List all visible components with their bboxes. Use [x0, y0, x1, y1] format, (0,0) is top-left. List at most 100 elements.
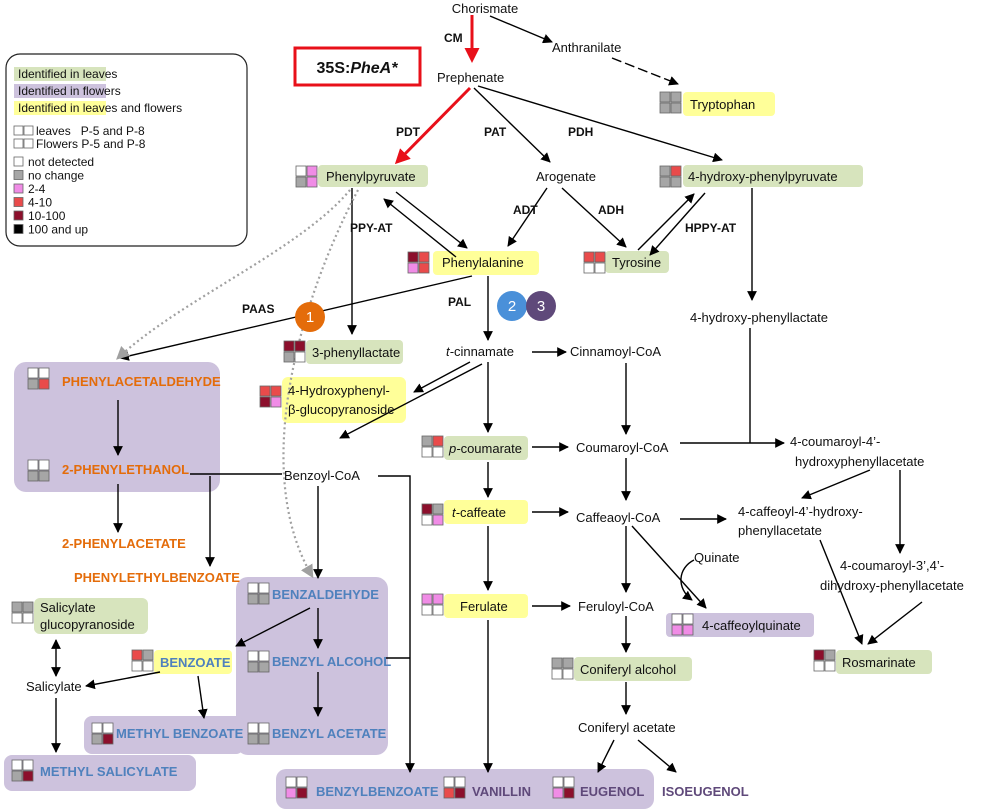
heatmap-cell [91, 722, 103, 734]
label-caffeoylcoa: Caffeaoyl-CoA [576, 510, 661, 525]
heatmap-cell [671, 613, 683, 625]
heatmap-cell [659, 176, 671, 188]
enzyme-pdt: PDT [396, 125, 421, 139]
flower-regions [4, 362, 814, 809]
heatmap-cell [22, 601, 34, 613]
bg-phenylpyruvate [318, 165, 428, 187]
label-rosmarinate: Rosmarinate [842, 655, 916, 670]
heatmap-cell [294, 351, 306, 363]
bg-caffeate [444, 500, 528, 524]
label-cinnamate: t-cinnamate [446, 344, 514, 359]
region-benzenoids [236, 577, 388, 755]
label-phenylacetate: 2-PHENYLACETATE [62, 536, 186, 551]
heatmap-benzylbenzoate [285, 776, 308, 799]
heatmap-cell [670, 165, 682, 177]
heatmap-phenylacetaldehyde [27, 367, 50, 390]
heatmap-methylsalicylate [11, 759, 34, 782]
heatmap-cell [247, 593, 259, 605]
label-phenylpyruvate: Phenylpyruvate [326, 169, 416, 184]
enzyme-paas: PAAS [242, 302, 274, 316]
heatmap-cell [259, 385, 271, 397]
legend-scale-label: not detected [28, 155, 94, 169]
label-hydroxyphenylpyruvate: 4-hydroxy-phenylpyruvate [688, 169, 838, 184]
heatmap-layer [11, 91, 836, 799]
heatmap-cell [671, 624, 683, 636]
label-tryptophan: Tryptophan [690, 97, 755, 112]
label-cdhpla-2: dihydroxy-phenyllacetate [820, 578, 964, 593]
legend-leaves-swatch [14, 67, 106, 81]
legend-leaves-sample: leaves P-5 and P-8 [36, 124, 145, 138]
label-anthranilate: Anthranilate [552, 40, 621, 55]
label-phenylalanine: Phenylalanine [442, 255, 524, 270]
heatmap-cell [418, 251, 430, 263]
bg-coumarate [444, 436, 528, 460]
heatmap-cell [421, 435, 433, 447]
legend-leaves-label: Identified in leaves [18, 67, 117, 81]
arrow-prephenate-arogenate [473, 87, 551, 163]
label-caffeoylquinate: 4-caffeoylquinate [702, 618, 801, 633]
label-phenylethylbenzoate: PHENYLETHYLBENZOATE [74, 570, 240, 585]
arrow-benzoylcoa-benzylbenzoate [378, 475, 415, 773]
heatmap-cell [247, 650, 259, 662]
dotted-ppy-benzaldehyde [282, 189, 359, 579]
heatmap-cell [131, 660, 143, 672]
heatmap-cell [432, 503, 444, 515]
heatmap-benzylalcohol [247, 650, 270, 673]
heatmap-caffeoylquinate [671, 613, 694, 636]
arrow-anthranilate-tryptophan [611, 57, 679, 86]
label-hpbg-2: β-glucopyranoside [288, 402, 394, 417]
heatmap-cell [258, 582, 270, 594]
heatmap-hpbg [259, 385, 282, 408]
heatmap-benzoate [131, 649, 154, 672]
arrow-arogenate-phenylalanine [507, 187, 548, 247]
heatmap-cell [670, 102, 682, 114]
heatmap-cell [813, 649, 825, 661]
heatmap-cell [131, 649, 143, 661]
heatmap-benzylacetate [247, 722, 270, 745]
legend-scale-label: 100 and up [28, 223, 88, 237]
heatmap-cell [443, 787, 455, 799]
label-arogenate: Arogenate [536, 169, 596, 184]
enzyme-pal: PAL [448, 295, 471, 309]
label-methylsalicylate: METHYL SALICYLATE [40, 764, 178, 779]
enzyme-pat: PAT [484, 125, 507, 139]
bg-benzoate [154, 650, 232, 674]
legend-scale-label: 4-10 [28, 196, 52, 210]
heatmap-phenyllactate [283, 340, 306, 363]
heatmap-cell [27, 459, 39, 471]
dotted-arrows [116, 189, 359, 579]
heatmap-cell [659, 102, 671, 114]
heatmap-cell [552, 787, 564, 799]
heatmap-cell [296, 776, 308, 788]
label-cafhpla-1: 4-caffeoyl-4’-hydroxy- [738, 504, 863, 519]
heatmap-coniferylalcohol [551, 657, 574, 680]
heatmap-cell [594, 251, 606, 263]
label-ferulate: Ferulate [460, 599, 508, 614]
heatmap-cell [270, 385, 282, 397]
heatmap-cell [306, 176, 318, 188]
heatmap-cell [38, 378, 50, 390]
heatmap-cell [27, 367, 39, 379]
heatmap-cell [551, 668, 563, 680]
heatmap-cell [659, 91, 671, 103]
legend-scale-swatch [13, 183, 24, 194]
enzyme-cm: CM [444, 31, 463, 45]
legend-scale-label: no change [28, 169, 84, 183]
heatmap-cell [670, 91, 682, 103]
heatmap-cell [421, 593, 433, 605]
bg-tryptophan [683, 92, 775, 116]
label-caffeate: t-caffeate [452, 505, 506, 520]
heatmap-cell [421, 514, 433, 526]
arrow-benzoate-methylbenzoate [197, 675, 208, 719]
label-coniferylacetate: Coniferyl acetate [578, 720, 676, 735]
arrow-caffeoylcoa-caffeoylquinate [631, 525, 707, 609]
label-cdhpla-1: 4-coumaroyl-3’,4’- [840, 558, 944, 573]
step-3-badge [526, 291, 556, 321]
heatmap-cell [432, 593, 444, 605]
dotted-ppy-phenylacetaldehyde [116, 189, 351, 360]
heatmap-cell [824, 660, 836, 672]
heatmap-cell [407, 251, 419, 263]
heatmap-cell [102, 733, 114, 745]
heatmap-cell [306, 165, 318, 177]
label-tyrosine: Tyrosine [612, 255, 661, 270]
